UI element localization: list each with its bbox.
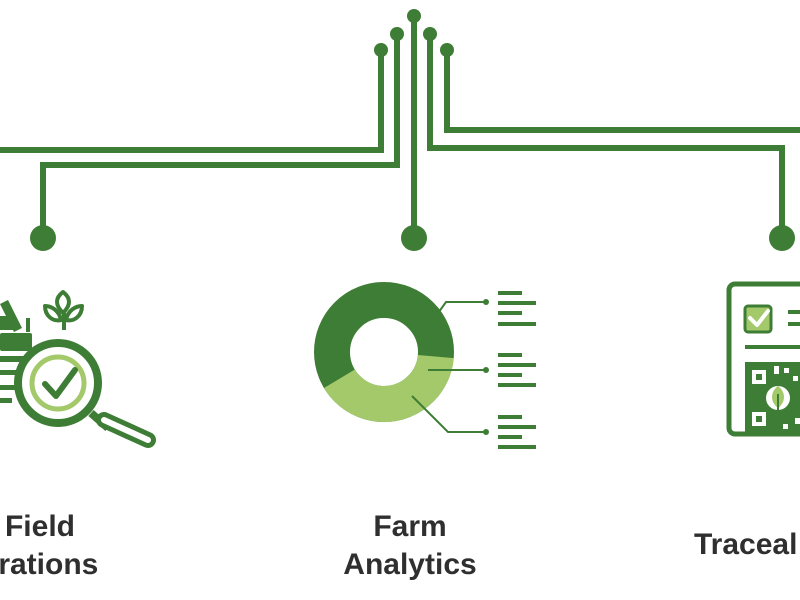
label-line: Field	[4, 510, 75, 543]
sprout-icon	[43, 290, 84, 330]
check-icon	[748, 309, 770, 327]
connector-right-outer	[444, 50, 800, 133]
terminal-dot	[390, 27, 404, 41]
terminal-dot	[374, 43, 388, 57]
connector-trace	[427, 34, 785, 238]
node-dot-field	[30, 225, 56, 251]
magnifier-check-plant-icon	[0, 290, 156, 448]
label-line: Farm	[373, 510, 447, 543]
legend-connectors	[411, 301, 484, 433]
legend-dots	[483, 299, 489, 435]
legend-text-lines	[498, 291, 536, 449]
circuit-connectors	[0, 16, 800, 238]
label-line: Traceal	[694, 528, 798, 561]
connector-terminals	[30, 9, 795, 251]
label-line: erations	[0, 548, 99, 581]
label-line: Analytics	[343, 548, 477, 581]
node-dot-farm	[401, 225, 427, 251]
qr-code-icon	[745, 362, 800, 434]
node-label-farm-analytics: Farm Analytics	[310, 508, 510, 584]
donut-segment-light	[324, 354, 454, 422]
node-label-traceability: Traceal	[694, 526, 800, 564]
terminal-dot	[407, 9, 421, 23]
terminal-dot	[440, 43, 454, 57]
terminal-dot	[423, 27, 437, 41]
node-label-field-operations: Field erations	[0, 508, 140, 584]
connector-left-outer	[0, 50, 384, 153]
donut-chart-icon	[314, 282, 536, 449]
connector-field	[40, 34, 400, 238]
node-dot-trace	[769, 225, 795, 251]
tractor-icon	[0, 300, 32, 403]
check-icon	[42, 367, 78, 399]
magnifier-icon	[14, 339, 156, 448]
document-qr-leaf-icon	[726, 281, 800, 437]
